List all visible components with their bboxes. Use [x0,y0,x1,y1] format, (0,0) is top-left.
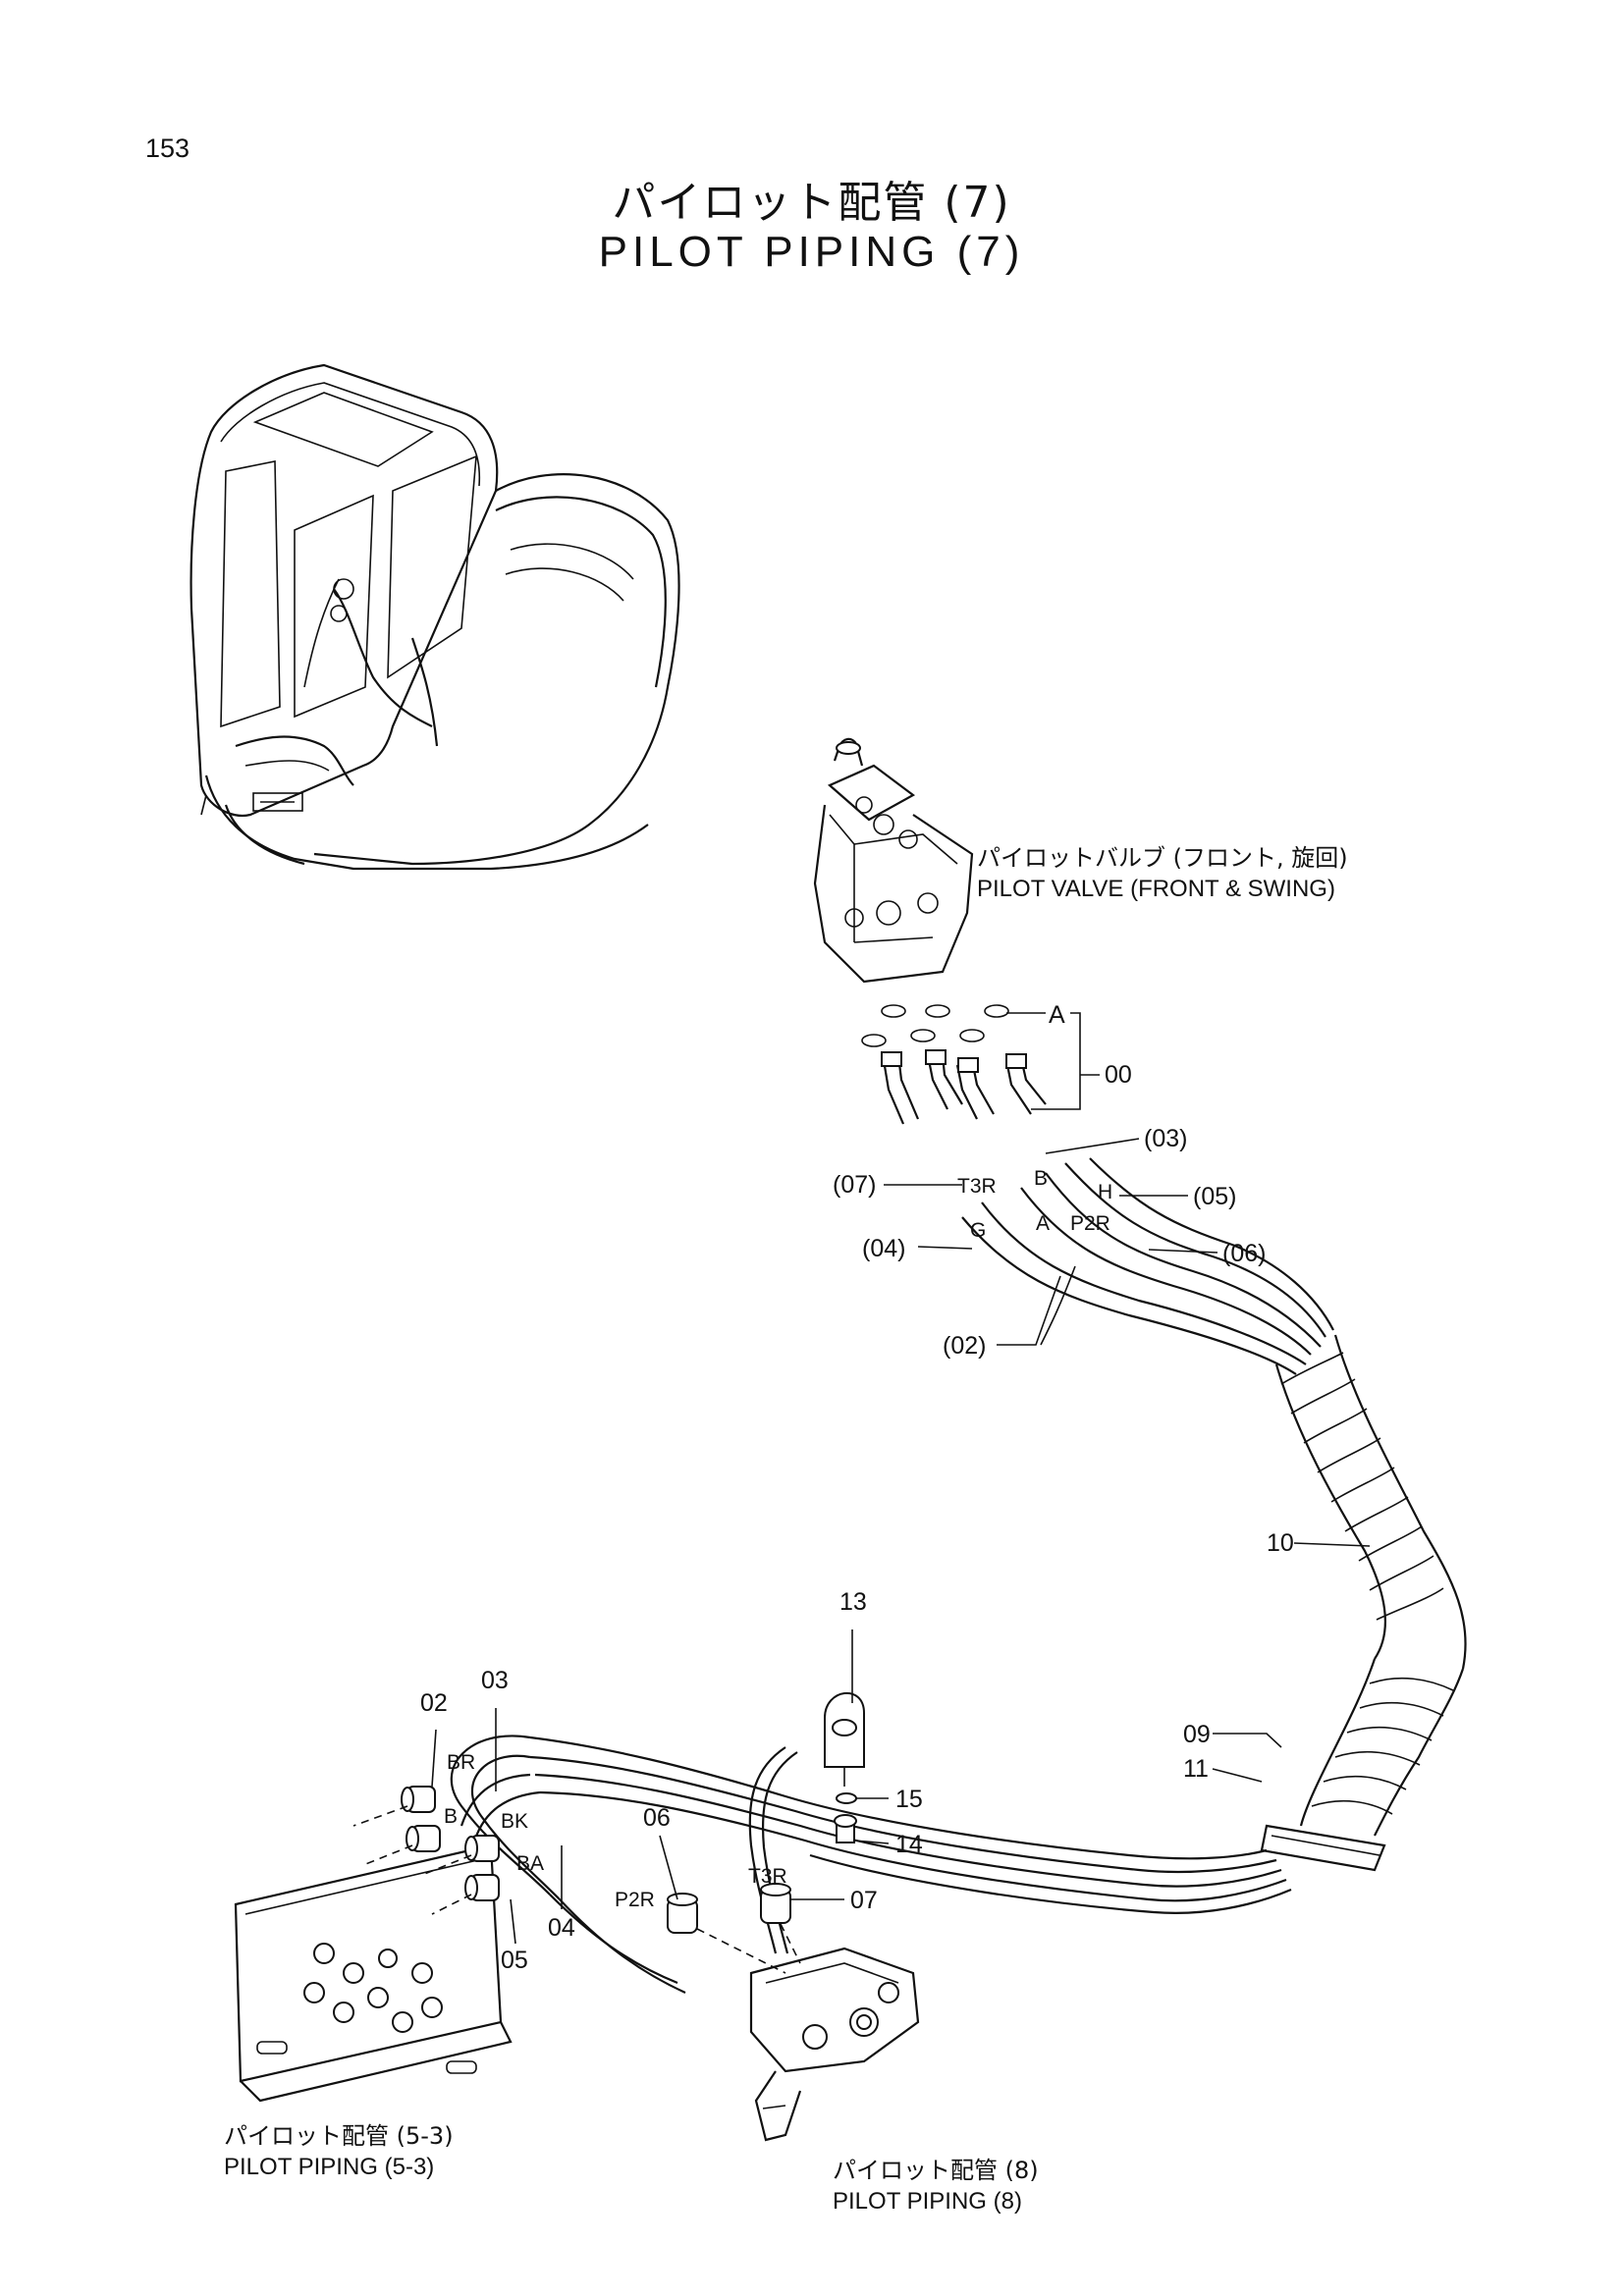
port-label-t3r-top: T3R [957,1175,997,1198]
leader-lines [431,1012,1371,1945]
callout-13: 13 [839,1588,867,1616]
title-english: PILOT PIPING (7) [598,228,1025,276]
hose-bundle [450,1157,1467,1994]
callout-15: 15 [895,1786,923,1813]
manifold-block-5-3 [234,1786,513,2103]
callout-02: 02 [420,1689,448,1717]
callout-14: 14 [895,1831,923,1858]
callout-02-paren: (02) [943,1332,986,1360]
caption-pilot-piping-8: パイロット配管 (8) PILOT PIPING (8) [833,2155,1039,2217]
port-label-p2r-bottom: P2R [615,1889,655,1911]
caption-pilot-valve-jp: パイロットバルブ (フロント, 旋回) [977,844,1348,872]
callout-05: 05 [501,1947,528,1974]
callout-11: 11 [1183,1755,1209,1783]
callout-05-paren: (05) [1193,1183,1236,1210]
callout-labels: A 00 (03) (07) (05) (04) (06) (02) 10 13… [420,1001,1294,1974]
port-label-ba: BA [516,1852,544,1875]
callout-10: 10 [1267,1529,1294,1557]
port-label-a-top: A [1036,1212,1050,1235]
port-label-h: H [1098,1181,1112,1203]
port-label-t3r-bottom: T3R [748,1865,787,1888]
clamp-assembly [824,1691,865,1843]
excavator-illustration [189,363,680,871]
callout-04: 04 [548,1914,575,1942]
callout-07-paren: (07) [833,1171,876,1199]
callout-04-paren: (04) [862,1235,905,1262]
caption-pilot-valve-en: PILOT VALVE (FRONT & SWING) [977,876,1335,902]
port-label-b-top: B [1034,1167,1048,1190]
caption-pilot-piping-5-3: パイロット配管 (5-3) PILOT PIPING (5-3) [224,2120,454,2183]
fittings-group-00 [861,1004,1047,1125]
manifold-block-8 [667,1883,920,2142]
callout-06-paren: (06) [1222,1240,1266,1267]
caption-5-3-en: PILOT PIPING (5-3) [224,2154,435,2180]
caption-5-3-jp: パイロット配管 (5-3) [224,2122,454,2150]
caption-8-en: PILOT PIPING (8) [833,2188,1022,2215]
caption-8-jp: パイロット配管 (8) [833,2157,1039,2184]
callout-00: 00 [1105,1061,1132,1089]
callout-06: 06 [643,1804,671,1832]
callout-03: 03 [481,1667,509,1694]
port-label-b-bottom: B [444,1805,458,1828]
callout-07: 07 [850,1887,878,1914]
port-label-br: BR [447,1751,475,1774]
callout-03-paren: (03) [1144,1125,1187,1152]
callout-a: A [1049,1001,1065,1029]
callout-09: 09 [1183,1721,1211,1748]
port-label-bk: BK [501,1810,528,1833]
caption-pilot-valve: パイロットバルブ (フロント, 旋回) PILOT VALVE (FRONT &… [977,842,1348,905]
pilot-valve-illustration [813,737,974,984]
page-number: 153 [145,133,190,163]
port-label-p2r-top: P2R [1070,1212,1110,1235]
port-label-g: G [970,1219,986,1242]
title-japanese: パイロット配管 (7) [612,178,1011,228]
